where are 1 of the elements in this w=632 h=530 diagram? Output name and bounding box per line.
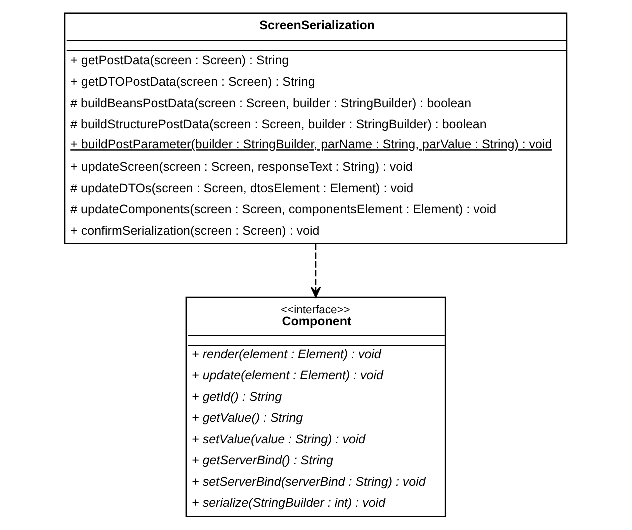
- arrow: [310, 244, 322, 298]
